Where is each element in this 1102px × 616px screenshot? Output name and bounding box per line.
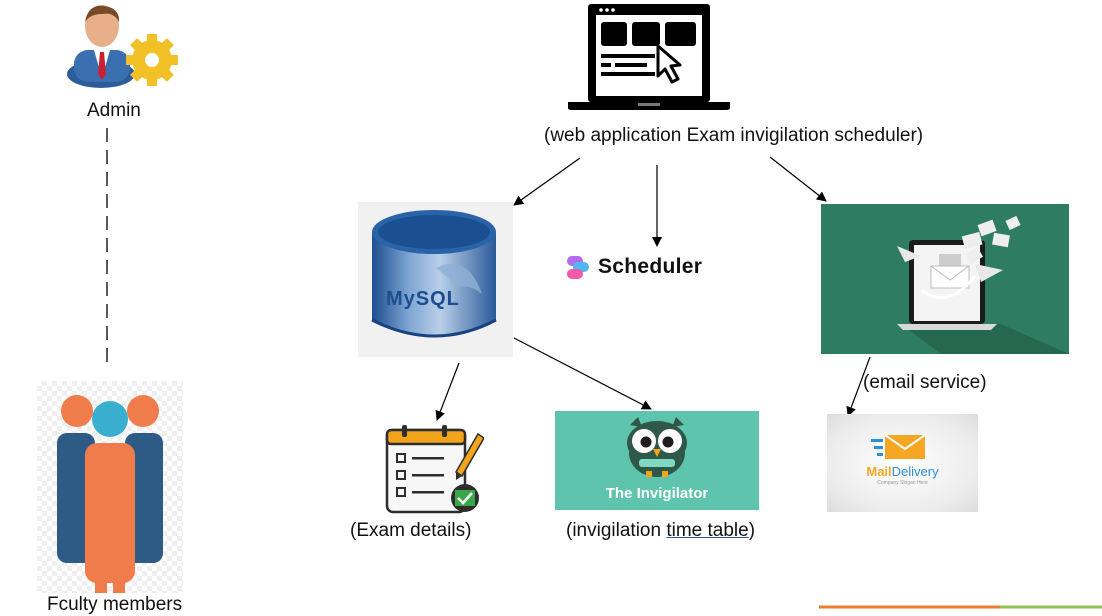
admin-node xyxy=(64,2,186,88)
scheduler-label: Scheduler xyxy=(598,255,703,278)
invigilator-title: The Invigilator xyxy=(605,485,709,502)
scheduler-node: Scheduler xyxy=(567,253,717,283)
timetable-label-prefix: (invigilation xyxy=(566,520,667,541)
mail-delivery-brand-a: Mail xyxy=(866,464,892,479)
mysql-text: MySQL xyxy=(386,288,460,310)
webapp-label: (web application Exam invigilation sched… xyxy=(544,125,924,146)
email-label: (email service) xyxy=(863,372,987,393)
mysql-database-icon: MySQL xyxy=(371,210,497,338)
checklist-clipboard-icon xyxy=(385,425,486,514)
webapp-node xyxy=(566,2,732,112)
laptop-email-icon xyxy=(897,215,1069,354)
mail-delivery-node: MailDelivery Company Slogan Here xyxy=(827,414,978,512)
mail-delivery-brand: MailDelivery xyxy=(827,464,978,479)
mail-delivery-brand-b: Delivery xyxy=(891,464,939,479)
arrow-mysql-to-exam-details xyxy=(435,362,460,421)
faculty-group-icon xyxy=(57,395,163,593)
mail-delivery-logo-icon xyxy=(871,434,926,459)
arrow-email-to-mail-delivery xyxy=(846,356,871,417)
admin-person-gear-icon xyxy=(67,5,178,88)
arrow-mysql-to-invigilator xyxy=(513,337,652,410)
timetable-label-link[interactable]: time table xyxy=(666,520,749,541)
owl-icon xyxy=(627,417,687,477)
arrow-webapp-to-email xyxy=(769,156,827,202)
invigilator-node: The Invigilator xyxy=(555,411,759,510)
timetable-label: (invigilation time table) xyxy=(566,520,755,542)
exam-details-label: (Exam details) xyxy=(350,520,472,541)
arrow-webapp-to-mysql xyxy=(513,157,581,206)
laptop-browser-cursor-icon xyxy=(568,4,730,110)
scheduler-logo-icon xyxy=(567,256,589,279)
email-node xyxy=(821,204,1069,354)
mysql-node: MySQL xyxy=(358,202,513,357)
admin-label: Admin xyxy=(87,100,141,121)
timetable-label-suffix: ) xyxy=(748,520,756,541)
faculty-node xyxy=(37,381,183,593)
faculty-label: Fculty members xyxy=(47,594,183,615)
exam-details-node xyxy=(384,424,486,516)
mail-delivery-tagline: Company Slogan Here xyxy=(877,480,928,486)
